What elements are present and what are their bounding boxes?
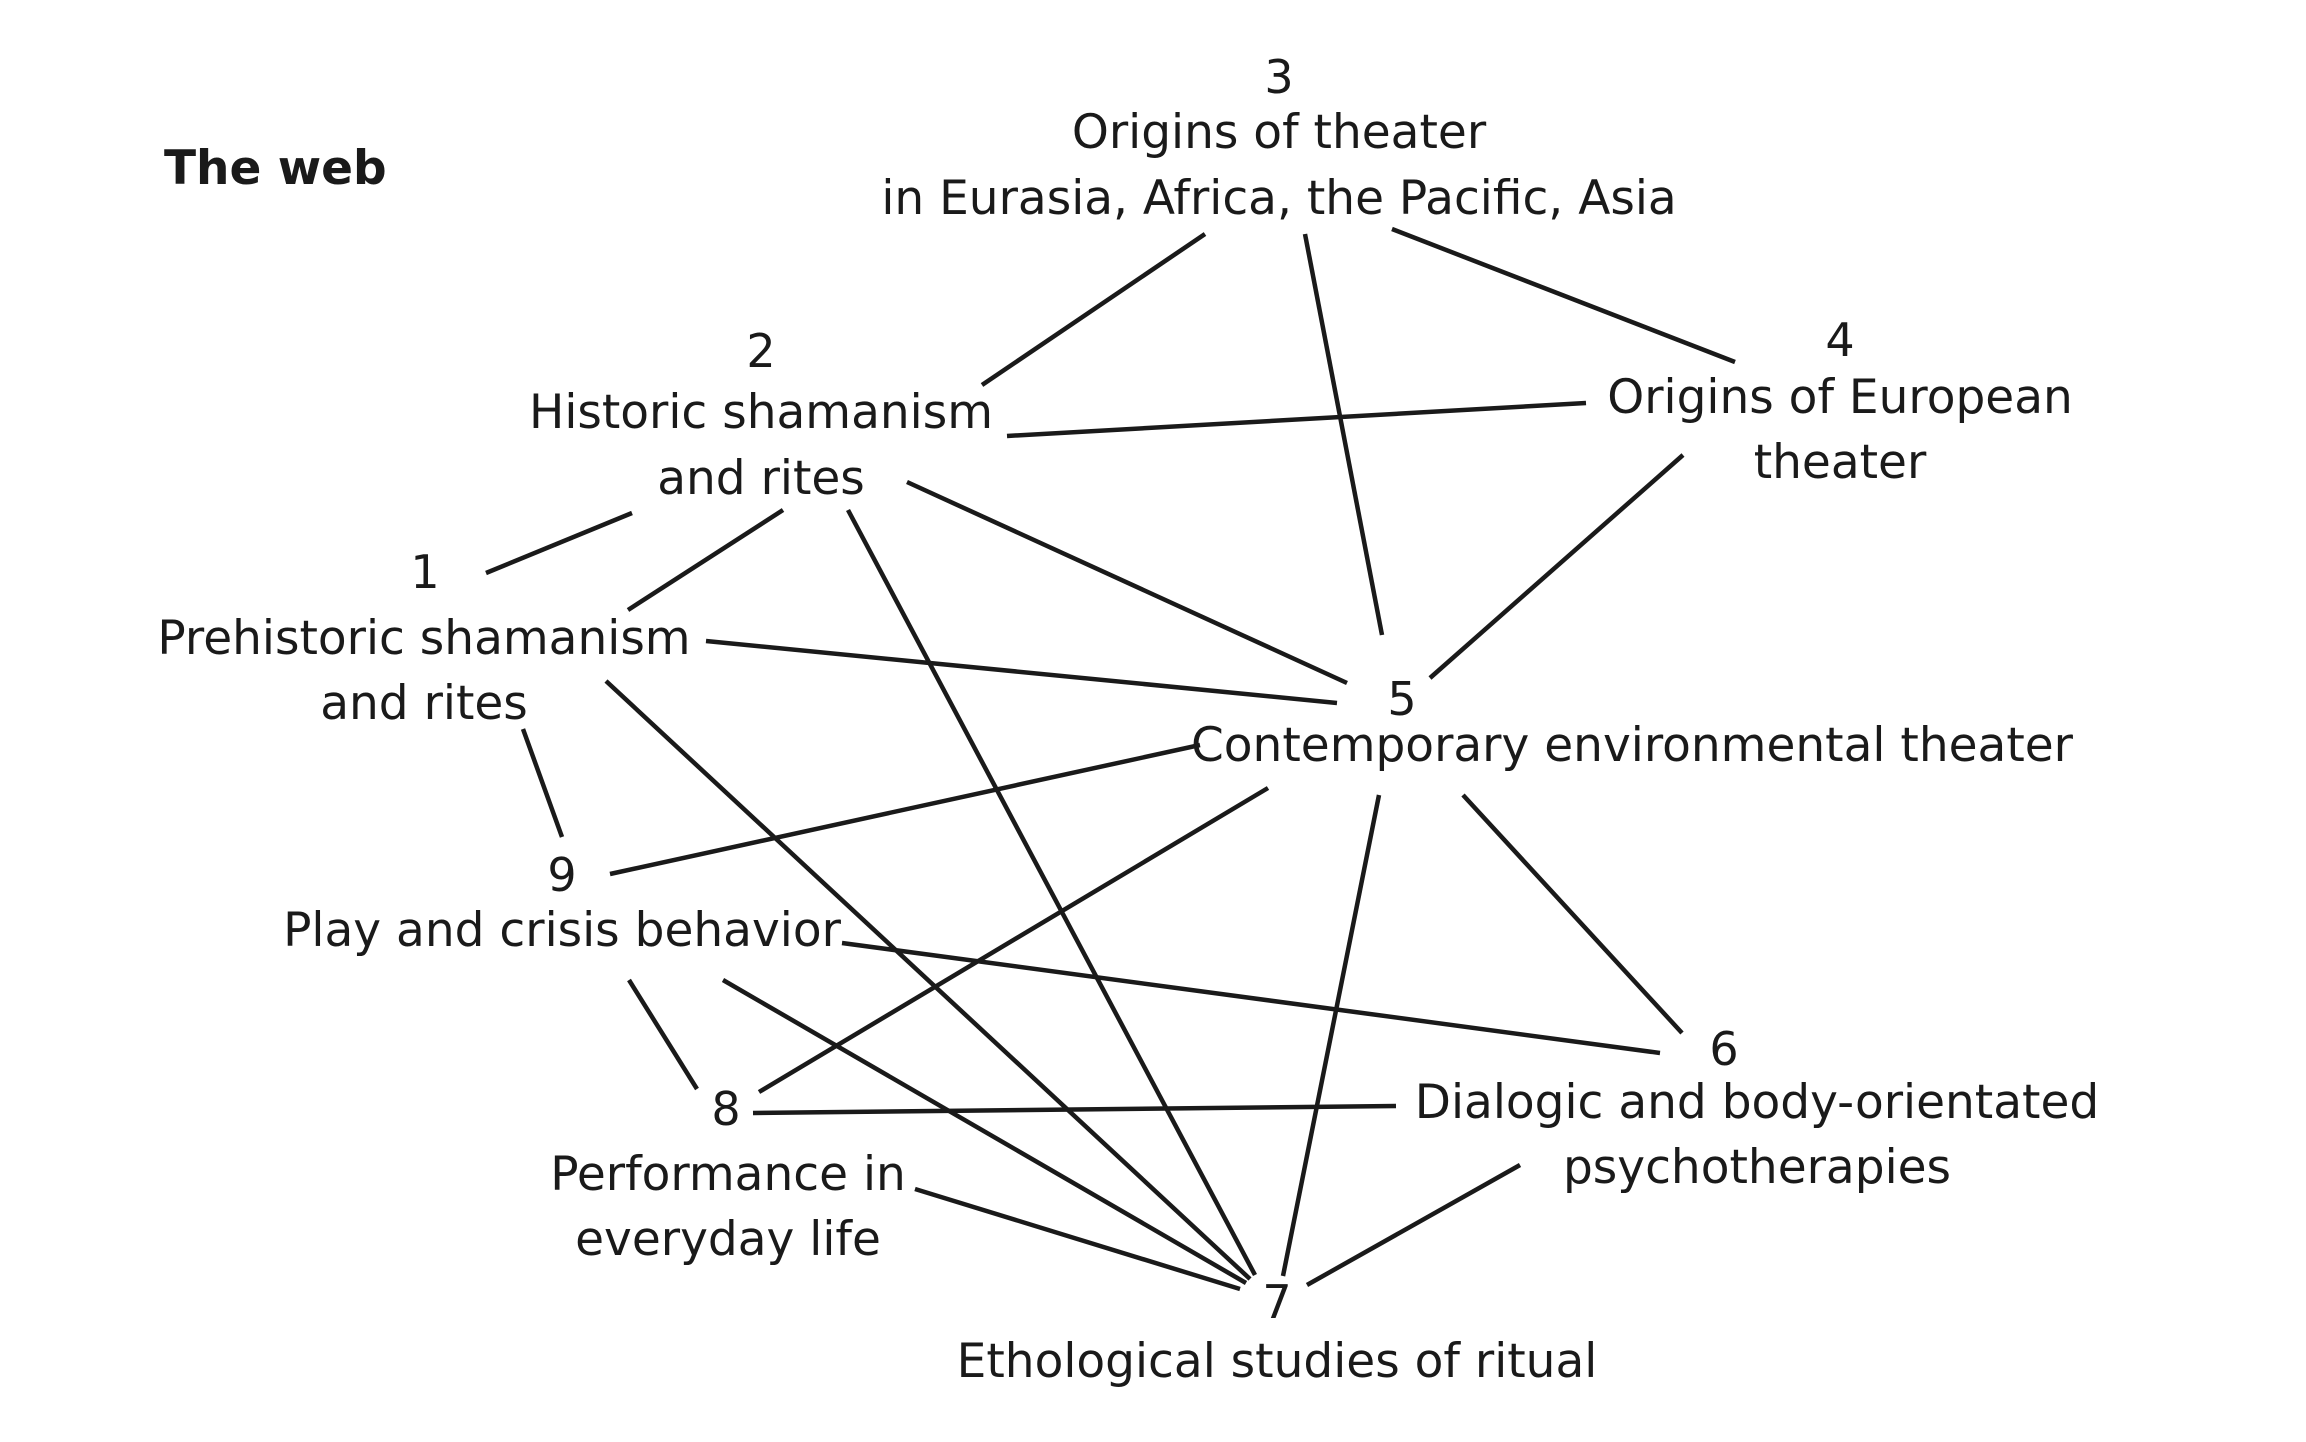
edge-9-7 bbox=[721, 978, 1248, 1285]
node-9: 9 Play and crisis behavior bbox=[283, 848, 841, 958]
edge-3-4 bbox=[1391, 226, 1736, 365]
node-4: 4 Origins of European theater bbox=[1607, 313, 2073, 490]
edge-9-8 bbox=[627, 978, 699, 1091]
node-7: 7 Ethological studies of ritual bbox=[957, 1275, 1598, 1389]
edge-2-1 bbox=[485, 510, 633, 576]
edge-8-7 bbox=[914, 1186, 1241, 1292]
node-4-label-line-1: Origins of European bbox=[1607, 370, 2073, 425]
edge-5-9 bbox=[609, 742, 1201, 877]
edge-3-5 bbox=[1302, 233, 1385, 636]
edge-4-5 bbox=[1428, 453, 1685, 680]
node-2-label-line-1: Historic shamanism bbox=[529, 385, 993, 440]
node-8-label-line-1: Performance in bbox=[550, 1147, 906, 1202]
node-8-number: 8 bbox=[711, 1082, 740, 1136]
edge-3-2 bbox=[980, 232, 1207, 387]
edge-2-5 bbox=[906, 479, 1348, 686]
diagram-title: The web bbox=[164, 141, 387, 196]
node-3-label-line-2: in Eurasia, Africa, the Pacific, Asia bbox=[881, 171, 1676, 226]
edge-1-9 bbox=[520, 728, 565, 838]
node-8: 8 Performance in everyday life bbox=[550, 1082, 906, 1267]
node-5-label-line-1: Contemporary environmental theater bbox=[1191, 718, 2074, 773]
node-3-number: 3 bbox=[1264, 50, 1293, 104]
edge-8-6 bbox=[752, 1103, 1397, 1116]
node-5-number: 5 bbox=[1387, 672, 1416, 726]
node-9-number: 9 bbox=[547, 848, 576, 902]
node-9-label-line-1: Play and crisis behavior bbox=[283, 903, 841, 958]
node-2-label-line-2: and rites bbox=[657, 451, 865, 506]
node-6-number: 6 bbox=[1709, 1022, 1738, 1076]
node-7-label-line-1: Ethological studies of ritual bbox=[957, 1334, 1598, 1389]
edge-6-7 bbox=[1305, 1163, 1522, 1287]
node-1: 1 Prehistoric shamanism and rites bbox=[157, 545, 690, 731]
node-8-label-line-2: everyday life bbox=[575, 1212, 881, 1267]
node-6-label-line-1: Dialogic and body-orientated bbox=[1415, 1075, 2099, 1130]
node-3: 3 Origins of theater in Eurasia, Africa,… bbox=[881, 50, 1676, 226]
node-4-label-line-2: theater bbox=[1754, 435, 1927, 490]
edge-2-1-lower bbox=[626, 508, 785, 612]
node-2-number: 2 bbox=[746, 324, 775, 378]
node-6-label-line-2: psychotherapies bbox=[1563, 1140, 1951, 1195]
node-1-label-line-2: and rites bbox=[320, 676, 528, 731]
node-3-label-line-1: Origins of theater bbox=[1072, 105, 1487, 160]
edge-2-7 bbox=[846, 508, 1257, 1277]
node-6: 6 Dialogic and body-orientated psychothe… bbox=[1415, 1022, 2099, 1195]
node-5: 5 Contemporary environmental theater bbox=[1191, 672, 2074, 773]
node-4-number: 4 bbox=[1825, 313, 1854, 367]
edge-1-7 bbox=[604, 679, 1252, 1281]
node-1-label-line-1: Prehistoric shamanism bbox=[157, 611, 690, 666]
edge-1-5 bbox=[705, 638, 1338, 706]
edge-2-4 bbox=[1006, 400, 1587, 439]
edge-5-8 bbox=[757, 786, 1270, 1094]
node-1-number: 1 bbox=[410, 545, 439, 599]
node-7-number: 7 bbox=[1262, 1275, 1291, 1329]
edge-5-7 bbox=[1280, 794, 1382, 1277]
node-2: 2 Historic shamanism and rites bbox=[529, 324, 993, 506]
edges bbox=[485, 226, 1736, 1292]
edge-9-6 bbox=[841, 940, 1661, 1056]
edge-5-6 bbox=[1461, 793, 1684, 1035]
